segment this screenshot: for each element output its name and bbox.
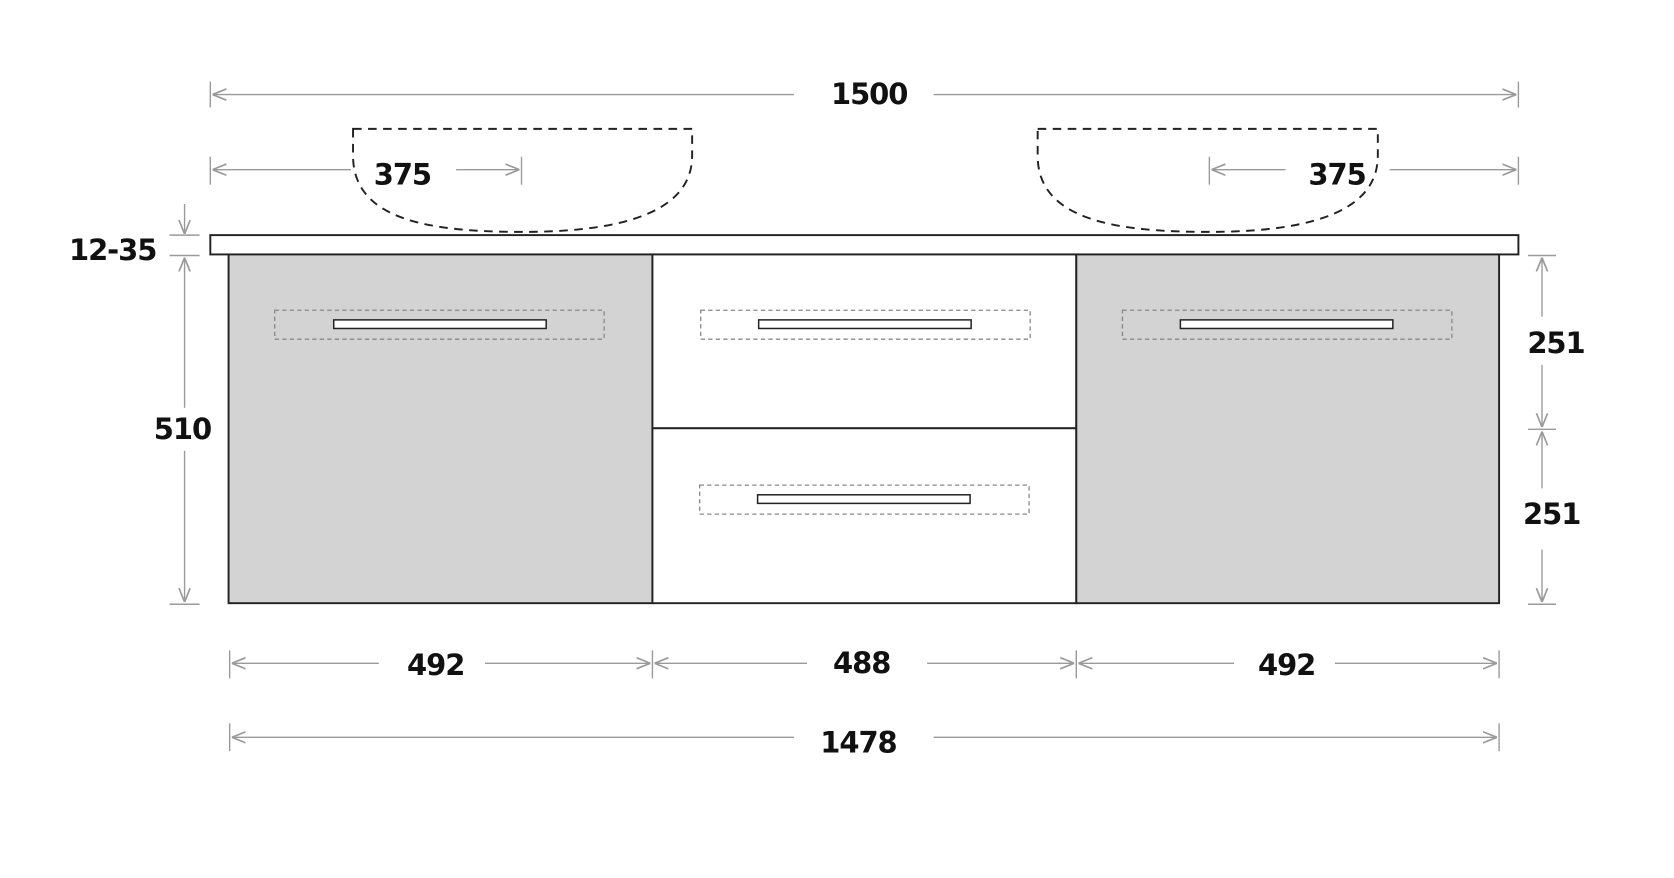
- right-door: [1075, 253, 1501, 605]
- cabinet-width-label: 1478: [820, 725, 896, 759]
- top-thickness-label: 12-35: [69, 233, 156, 267]
- dimension-lines: [169, 81, 1556, 752]
- drawer-bottom-height-label: 251: [1523, 497, 1580, 531]
- left-door-handle: [274, 309, 605, 340]
- top-drawer: [651, 253, 1078, 430]
- overall-top-width-label: 1500: [831, 77, 907, 111]
- right-door-width-label: 492: [1258, 648, 1315, 682]
- vanity-top: [209, 234, 1520, 256]
- bottom-drawer-handle: [699, 484, 1030, 515]
- center-width-label: 488: [833, 646, 890, 680]
- cabinet-height-label: 510: [154, 412, 211, 446]
- right-door-handle: [1121, 309, 1453, 340]
- top-drawer-handle: [700, 309, 1031, 340]
- left-basin-outline: [352, 127, 694, 233]
- left-door: [227, 253, 654, 605]
- drawer-top-height-label: 251: [1527, 326, 1584, 360]
- right-basin-outline: [1036, 127, 1379, 233]
- left-door-width-label: 492: [407, 648, 464, 682]
- basin-left-offset-label: 375: [374, 158, 431, 192]
- bottom-drawer: [651, 427, 1078, 605]
- basin-right-offset-label: 375: [1308, 158, 1365, 192]
